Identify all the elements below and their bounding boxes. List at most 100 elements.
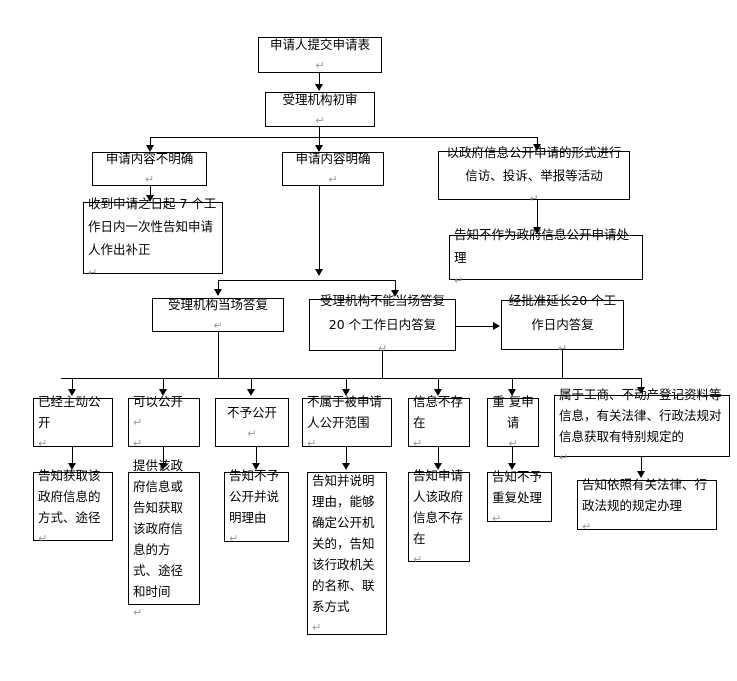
node-label: 告知并说明理由，能够确定公开机关的，告知该行政机关的名称、联系方式 <box>312 472 375 614</box>
node-initial-review[interactable]: 受理机构初审↵ <box>265 92 375 127</box>
edge-review-to-clear <box>319 137 320 146</box>
node-result-provide-or-inform[interactable]: 提供该政府信息或告知获取该政府信息的方式、途径和时间 ↵ <box>128 458 200 619</box>
arrowhead-icon <box>533 227 541 234</box>
distribution-bus <box>61 378 642 379</box>
arrowhead-icon <box>391 290 399 297</box>
paragraph-mark-icon: ↵ <box>213 319 223 332</box>
node-onsite-reply[interactable]: 受理机构当场答复 ↵ <box>152 297 284 332</box>
node-result-no-repeat-handling[interactable]: 告知不予重复处理↵ <box>487 469 552 525</box>
edge-already-public-to-result <box>72 447 73 464</box>
paragraph-mark-icon: ↵ <box>557 342 568 355</box>
node-label: 信息不存在 <box>413 394 464 430</box>
node-label: 不予公开 <box>226 404 277 420</box>
arrowhead-icon <box>159 463 167 470</box>
edge-bus-to-not-exist <box>438 378 439 390</box>
node-label: 告知获取该政府信息的方式、途径 <box>38 467 101 525</box>
paragraph-mark-icon: ↵ <box>133 437 143 450</box>
edge-review-to-unclear <box>150 137 151 146</box>
node-submit-application[interactable]: 申请人提交申请表 ↵ <box>258 37 382 73</box>
node-label: 不属于被申请人公开范围 <box>307 394 383 430</box>
node-content-clear[interactable]: 申请内容明确 ↵ <box>282 151 384 186</box>
node-special-registry-info[interactable]: 属于工商、不动产登记资料等信息，有关法律、行政法规对信息获取有特别规定的 ↵ <box>554 387 730 464</box>
edge-clear-to-delayed <box>395 280 396 291</box>
node-label: 已经主动公开 <box>38 394 101 430</box>
edge-not-public-to-result <box>256 447 257 464</box>
paragraph-mark-icon: ↵ <box>144 173 155 186</box>
paragraph-mark-icon: ↵ <box>559 451 569 464</box>
paragraph-mark-icon: ↵ <box>312 620 322 634</box>
paragraph-mark-icon: ↵ <box>315 59 325 72</box>
paragraph-mark-icon: ↵ <box>133 416 143 429</box>
edge-clear-to-onsite <box>218 280 219 290</box>
node-approved-extension-20days[interactable]: 经批准延长20 个工作日内答复↵ <box>501 293 624 355</box>
paragraph-mark-icon: ↵ <box>508 437 518 450</box>
edge-delayed-to-extended <box>456 326 494 327</box>
edge-bus-to-repeat <box>512 378 513 390</box>
edge-bus-to-not-public <box>251 378 252 390</box>
node-label: 告知依照有关法律、行政法规的规定办理 <box>582 476 708 513</box>
edge-repeat-to-result <box>512 447 513 464</box>
edge-review-bus <box>150 137 537 138</box>
arrowhead-icon <box>315 84 323 91</box>
node-delayed-reply-20days[interactable]: 受理机构不能当场答复20 个工作日内答复↵ <box>309 293 456 355</box>
node-label: 收到申请之日起 7 个工作日内一次性告知申请人作出补正 <box>88 196 217 257</box>
node-result-inform-not-exist[interactable]: 告知申请人该政府信息不存在 ↵ <box>408 468 470 566</box>
arrowhead-icon <box>315 269 323 276</box>
paragraph-mark-icon: ↵ <box>88 266 98 279</box>
node-petition-form[interactable]: 以政府信息公开申请的形式进行信访、投诉、举报等活动 ↵ <box>438 145 630 205</box>
node-label: 受理机构当场答复 <box>167 297 268 312</box>
node-label: 可以公开 <box>133 394 184 409</box>
node-label: 以政府信息公开申请的形式进行信访、投诉、举报等活动 <box>446 145 622 183</box>
edge-review-to-petition <box>537 137 538 145</box>
paragraph-mark-icon: ↵ <box>307 437 317 450</box>
paragraph-mark-icon: ↵ <box>133 605 143 619</box>
node-not-in-respondent-scope[interactable]: 不属于被申请人公开范围 ↵ <box>302 394 392 450</box>
node-not-public[interactable]: 不予公开 ↵ <box>215 398 289 447</box>
edge-special-rule-to-result <box>641 457 642 472</box>
paragraph-mark-icon: ↵ <box>247 426 257 440</box>
node-label: 告知不予公开并说明理由 <box>229 468 280 525</box>
node-information-not-exist[interactable]: 信息不存在 ↵ <box>408 394 470 450</box>
edge-not-exist-to-result <box>438 447 439 464</box>
arrowhead-icon <box>247 389 255 396</box>
node-result-refuse-with-reason[interactable]: 告知不予公开并说明理由 ↵ <box>224 468 289 545</box>
node-label: 受理机构不能当场答复20 个工作日内答复 <box>319 293 445 332</box>
paragraph-mark-icon: ↵ <box>413 437 423 450</box>
node-content-unclear[interactable]: 申请内容不明确 ↵ <box>92 151 207 186</box>
edge-delayed-drop <box>382 351 383 378</box>
node-result-follow-laws[interactable]: 告知依照有关法律、行政法规的规定办理↵ <box>577 477 717 533</box>
node-label: 受理机构初审 <box>282 91 358 107</box>
node-result-inform-authority[interactable]: 告知并说明理由，能够确定公开机关的，告知该行政机关的名称、联系方式 ↵ <box>307 472 387 635</box>
arrowhead-icon <box>315 145 323 152</box>
edge-clear-split-bar <box>218 280 396 281</box>
node-label: 申请内容不明确 <box>105 151 194 166</box>
arrowhead-icon <box>159 389 167 396</box>
edge-review-stem <box>319 127 320 138</box>
arrowhead-icon <box>146 145 154 152</box>
paragraph-mark-icon: ↵ <box>38 531 48 545</box>
edge-unclear-to-supplement <box>150 186 151 195</box>
node-supplement-notice[interactable]: 收到申请之日起 7 个工作日内一次性告知申请人作出补正 ↵ <box>83 196 223 279</box>
node-label: 告知申请人该政府信息不存在 <box>413 467 464 546</box>
arrowhead-icon <box>68 389 76 396</box>
arrowhead-icon <box>637 387 645 394</box>
paragraph-mark-icon: ↵ <box>328 173 338 186</box>
node-already-proactively-public[interactable]: 已经主动公开↵ <box>33 394 113 450</box>
edge-can-public-to-result <box>163 447 164 464</box>
arrowhead-icon <box>146 195 154 202</box>
edge-extended-drop <box>562 350 563 378</box>
edge-not-in-scope-to-result <box>346 447 347 464</box>
node-label: 提供该政府信息或告知获取该政府信息的方式、途径和时间 <box>133 457 184 599</box>
node-repeat-request[interactable]: 重 复申请↵ <box>487 394 539 450</box>
node-label: 属于工商、不动产登记资料等信息，有关法律、行政法规对信息获取有特别规定的 <box>559 387 722 444</box>
arrowhead-icon <box>252 463 260 470</box>
paragraph-mark-icon: ↵ <box>229 532 239 545</box>
node-label: 申请人提交申请表 <box>269 37 370 52</box>
paragraph-mark-icon: ↵ <box>529 192 539 205</box>
node-not-as-disclosure-request[interactable]: 告知不作为政府信息公开申请处理↵ <box>449 227 643 287</box>
node-can-be-public[interactable]: 可以公开 ↵ ↵ <box>128 394 200 450</box>
node-result-inform-access-method[interactable]: 告知获取该政府信息的方式、途径 ↵ <box>33 468 113 545</box>
paragraph-mark-icon: ↵ <box>413 552 423 566</box>
node-label: 申请内容明确 <box>295 151 371 166</box>
arrowhead-icon <box>493 322 500 330</box>
